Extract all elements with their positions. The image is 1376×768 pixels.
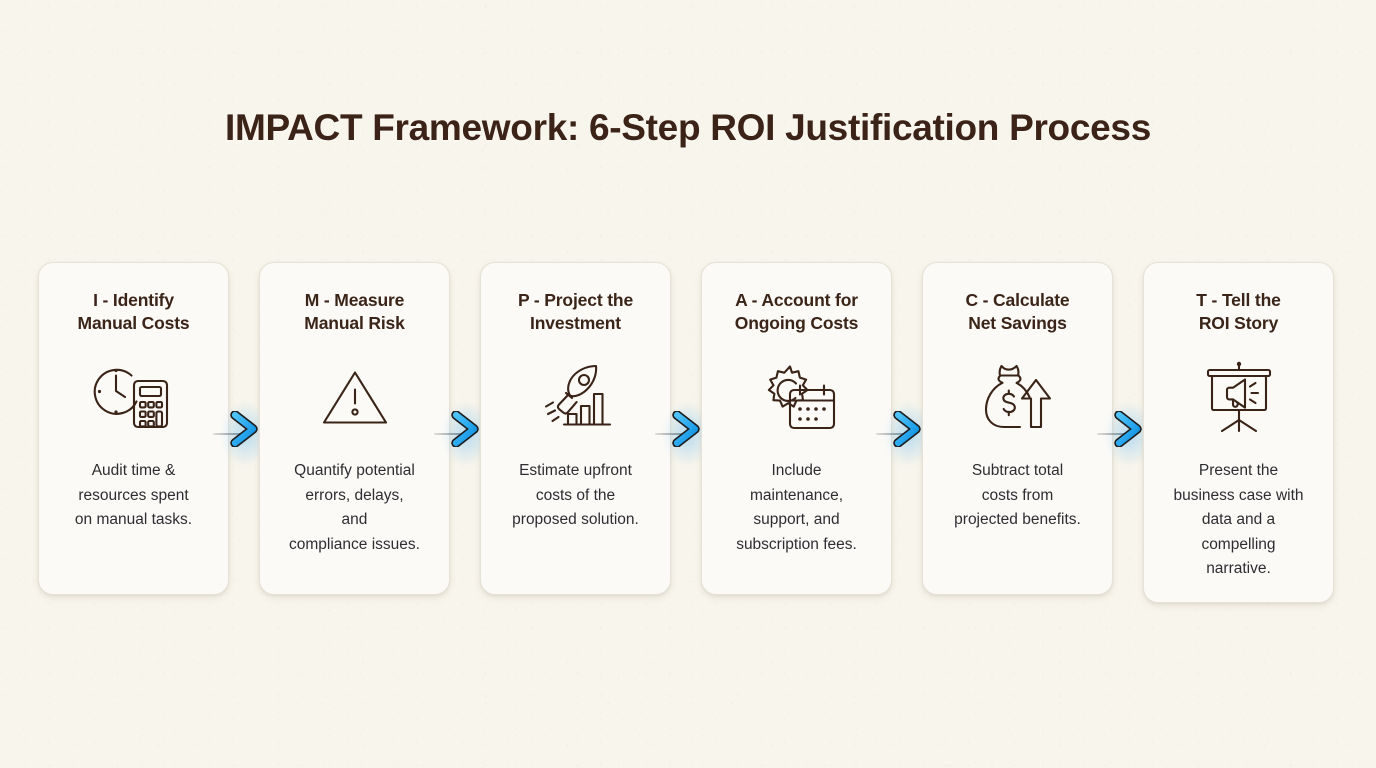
step-heading: T - Tell the ROI Story: [1196, 290, 1281, 334]
connector-line: [213, 433, 253, 435]
step-card-c[interactable]: C - Calculate Net Savings Subtract total…: [922, 262, 1113, 595]
step-description: Subtract total costs from projected bene…: [954, 462, 1081, 529]
chevron-right-arrow-icon: [893, 410, 921, 452]
page-title: IMPACT Framework: 6-Step ROI Justificati…: [225, 107, 1151, 148]
gear-calendar-icon: [755, 361, 839, 433]
step-card-m[interactable]: M - Measure Manual Risk Quantify potenti…: [259, 262, 450, 595]
step-connector-3: [655, 262, 710, 595]
chevron-right-arrow-icon: [451, 410, 479, 448]
chevron-right-arrow-icon: [893, 410, 921, 448]
step-card-a[interactable]: A - Account for Ongoing Costs Include ma…: [701, 262, 892, 595]
money-bag-up-arrow-icon: [978, 361, 1058, 433]
chevron-right-arrow-icon: [1114, 410, 1142, 452]
presentation-megaphone-icon: [1206, 361, 1271, 433]
chevron-right-arrow-icon: [672, 410, 700, 448]
step-description: Present the business case with data and …: [1173, 462, 1304, 578]
step-heading: C - Calculate Net Savings: [965, 290, 1070, 334]
connector-line: [655, 433, 695, 435]
chevron-right-arrow-icon: [672, 410, 700, 452]
rocket-growth-chart-icon: [532, 361, 620, 433]
step-card-p[interactable]: P - Project the Investment Estimate upfr…: [480, 262, 671, 595]
chevron-right-arrow-icon: [230, 410, 258, 452]
step-description: Audit time & resources spent on manual t…: [74, 462, 193, 529]
clock-calculator-icon: [91, 361, 177, 433]
clock-calculator-icon: [93, 368, 168, 429]
step-card-i[interactable]: I - Identify Manual Costs Audit time & r…: [38, 262, 229, 595]
step-heading: P - Project the Investment: [517, 290, 634, 334]
step-card-t[interactable]: T - Tell the ROI Story Present the busin…: [1143, 262, 1334, 603]
process-flow-row: I - Identify Manual Costs Audit time & r…: [38, 262, 1338, 603]
money-bag-up-arrow-icon: [984, 365, 1051, 429]
chevron-right-arrow-icon: [230, 410, 258, 448]
chevron-right-arrow-icon: [451, 410, 479, 452]
gear-calendar-icon: [767, 365, 835, 430]
presentation-megaphone-icon: [1197, 361, 1281, 433]
step-connector-2: [434, 262, 489, 595]
warning-triangle-icon: [322, 371, 387, 424]
connector-line: [434, 433, 474, 435]
warning-triangle-icon: [319, 361, 391, 433]
step-connector-1: [213, 262, 268, 595]
step-heading: I - Identify Manual Costs: [77, 290, 190, 334]
step-description: Estimate upfront costs of the proposed s…: [512, 462, 639, 529]
step-description: Quantify potential errors, delays, and c…: [289, 462, 420, 553]
step-heading: A - Account for Ongoing Costs: [734, 290, 859, 334]
step-connector-4: [876, 262, 931, 595]
rocket-growth-chart-icon: [544, 365, 611, 426]
connector-line: [876, 433, 916, 435]
step-description: Include maintenance, support, and subscr…: [736, 462, 857, 553]
connector-line: [1097, 433, 1137, 435]
chevron-right-arrow-icon: [1114, 410, 1142, 448]
step-connector-5: [1097, 262, 1152, 595]
step-heading: M - Measure Manual Risk: [304, 290, 405, 334]
